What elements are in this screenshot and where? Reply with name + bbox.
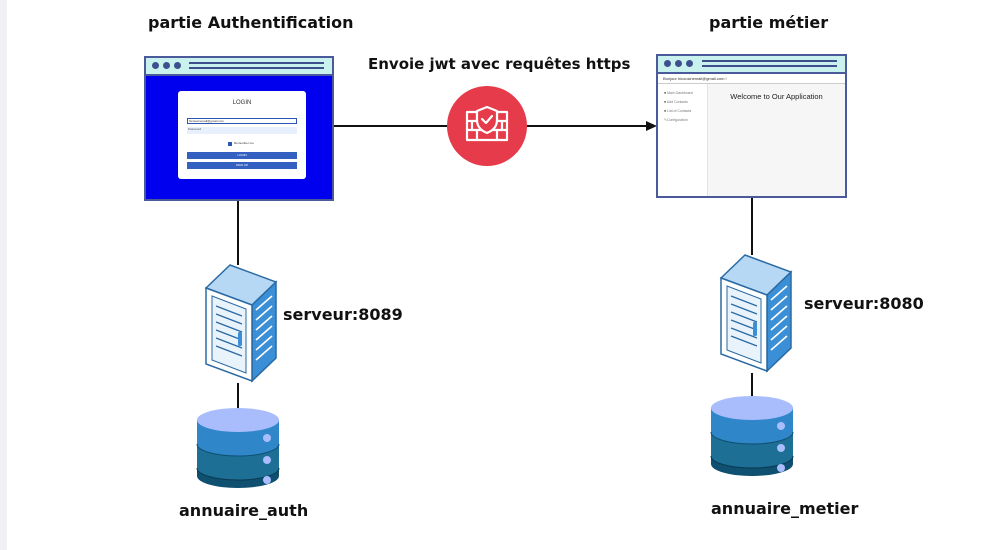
auth-db-label: annuaire_auth — [179, 501, 309, 520]
app-header: Bonjour hicousinemail@gmail.com ! — [658, 74, 845, 84]
metier-browser-window: Bonjour hicousinemail@gmail.com ! ■ Main… — [656, 54, 847, 198]
menu-line — [702, 65, 837, 67]
wrench-icon: ✎ — [664, 118, 667, 122]
list-icon: ■ — [664, 109, 668, 113]
auth-browser-window: LOGIN hicousinemail@gmail.com Password R… — [144, 56, 334, 201]
firewall-icon — [465, 105, 509, 142]
auth-database-icon — [196, 408, 280, 488]
sidebar-item-label: Configuration — [666, 118, 688, 122]
metier-database-icon — [710, 396, 794, 476]
app-content: Welcome to Our Application — [708, 84, 845, 196]
sidebar-item-add-contacts[interactable]: ■ Add Contacts — [664, 100, 688, 104]
welcome-heading: Welcome to Our Application — [730, 92, 823, 101]
auth-section-title: partie Authentification — [148, 13, 354, 32]
auth-browser-titlebar — [146, 58, 332, 76]
page-edge-strip — [0, 0, 7, 550]
auth-server-icon — [204, 264, 278, 383]
metier-browser-titlebar — [658, 56, 845, 74]
auth-server-label: serveur:8089 — [283, 305, 403, 324]
dashboard-icon: ■ — [664, 91, 668, 95]
window-dot — [174, 62, 181, 69]
sidebar-item-label: Add Contacts — [666, 100, 688, 104]
window-dot — [675, 60, 682, 67]
sidebar-item-configuration[interactable]: ✎Configuration — [664, 118, 688, 122]
menu-line — [702, 60, 837, 62]
window-dot — [152, 62, 159, 69]
window-dot — [163, 62, 170, 69]
metier-server-icon — [719, 254, 793, 373]
firewall-badge — [447, 86, 527, 166]
app-sidebar: ■ Main Dashboard ■ Add Contacts ■ List o… — [658, 84, 708, 196]
metier-db-label: annuaire_metier — [711, 499, 859, 518]
signup-button[interactable]: SIGN UP — [187, 162, 297, 169]
arrow-label: Envoie jwt avec requêtes https — [368, 55, 631, 73]
remember-label: Remember me — [234, 141, 254, 145]
window-dot — [664, 60, 671, 67]
user-plus-icon: ■ — [664, 100, 667, 104]
login-title: LOGIN — [232, 100, 252, 106]
sidebar-item-list-contacts[interactable]: ■ List of Contacts — [664, 109, 691, 113]
password-field[interactable]: Password — [187, 127, 297, 134]
metier-server-label: serveur:8080 — [804, 294, 924, 313]
app-header-text: Bonjour hicousinemail@gmail.com ! — [663, 76, 727, 81]
menu-line — [189, 67, 324, 69]
sidebar-item-label: List of Contacts — [667, 109, 692, 113]
menu-line — [189, 62, 324, 64]
login-button[interactable]: LOGIN — [187, 152, 297, 159]
metier-section-title: partie métier — [709, 13, 829, 32]
window-dot — [686, 60, 693, 67]
remember-checkbox[interactable] — [228, 142, 232, 146]
username-field[interactable]: hicousinemail@gmail.com — [187, 118, 297, 124]
sidebar-item-label: Main Dashboard — [667, 91, 693, 95]
sidebar-item-dashboard[interactable]: ■ Main Dashboard — [664, 91, 693, 95]
login-card: LOGIN hicousinemail@gmail.com Password R… — [178, 91, 306, 179]
arrow-head — [646, 121, 657, 131]
